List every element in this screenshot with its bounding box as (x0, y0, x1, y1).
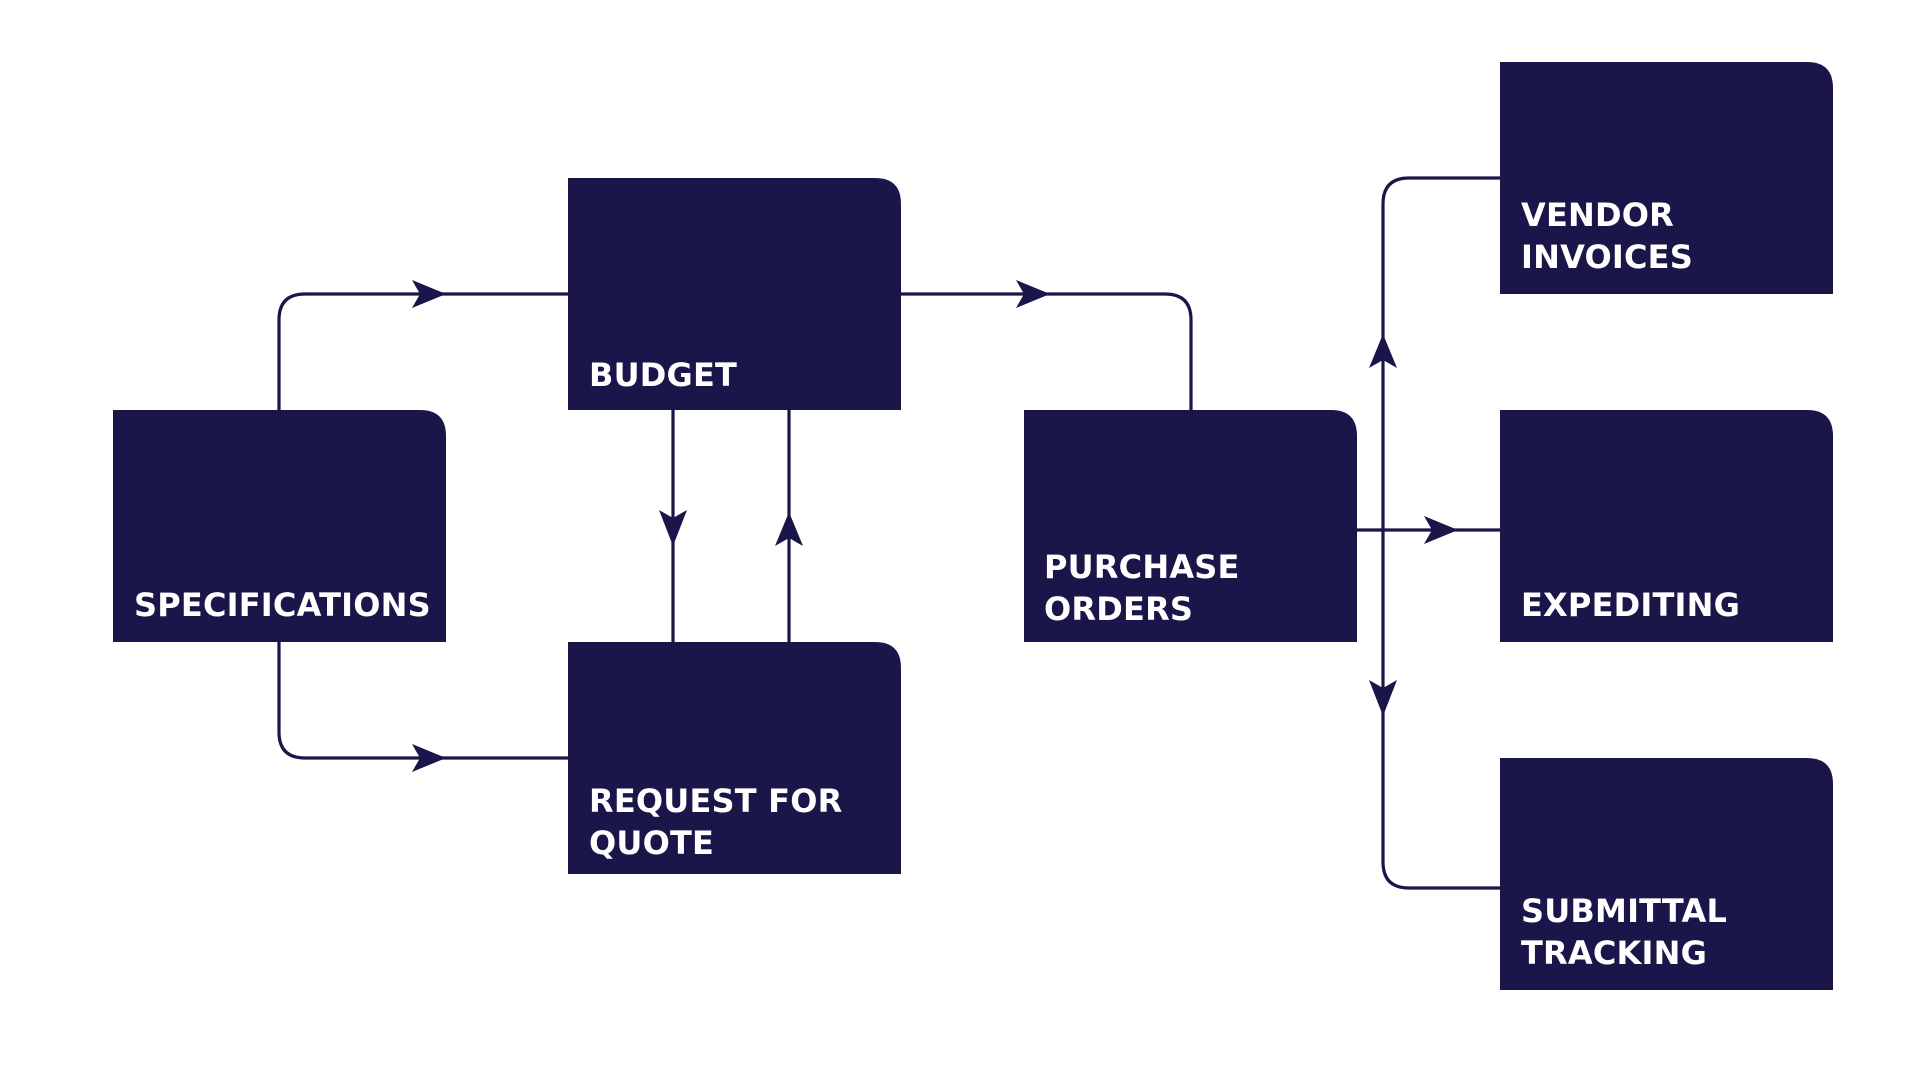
node-box (568, 642, 901, 874)
node-label: BUDGET (589, 356, 737, 394)
edge-budget-to-purchase-orders (901, 292, 1193, 410)
arrow-up-icon (775, 512, 803, 546)
node-vendor-invoices: VENDOR INVOICES (1500, 62, 1833, 294)
edge-specifications-to-request-for-quote (277, 642, 568, 760)
node-label: VENDOR INVOICES (1521, 196, 1693, 276)
arrow-down-icon (1369, 680, 1397, 716)
edge-purchase-orders-to-submittal-tracking (1381, 530, 1500, 890)
label-line: EXPEDITING (1521, 586, 1740, 624)
label-line: ORDERS (1044, 590, 1193, 628)
node-box (1500, 410, 1833, 642)
label-line: SUBMITTAL (1521, 892, 1727, 930)
nodes: SPECIFICATIONS BUDGET REQUEST FOR QUOTE … (113, 62, 1833, 990)
node-box (1024, 410, 1357, 642)
node-label: SPECIFICATIONS (134, 586, 431, 624)
node-expediting: EXPEDITING (1500, 410, 1833, 642)
arrow-right-icon (1424, 516, 1458, 544)
node-label: REQUEST FOR QUOTE (589, 782, 854, 862)
arrow-right-icon (1016, 280, 1050, 308)
node-box (1500, 758, 1833, 990)
label-line: QUOTE (589, 824, 714, 862)
arrow-right-icon (412, 744, 446, 772)
node-label: PURCHASE ORDERS (1044, 548, 1251, 628)
arrow-right-icon (412, 280, 446, 308)
arrow-up-icon (1369, 334, 1397, 368)
node-request-for-quote: REQUEST FOR QUOTE (568, 642, 901, 874)
label-line: BUDGET (589, 356, 737, 394)
label-line: REQUEST FOR (589, 782, 842, 820)
node-budget: BUDGET (568, 178, 901, 410)
node-specifications: SPECIFICATIONS (113, 410, 446, 642)
node-box (568, 178, 901, 410)
label-line: VENDOR (1521, 196, 1674, 234)
connectors (277, 176, 1500, 890)
node-label: SUBMITTAL TRACKING (1521, 892, 1738, 972)
label-line: PURCHASE (1044, 548, 1240, 586)
node-box (1500, 62, 1833, 294)
arrow-down-icon (659, 510, 687, 546)
node-label: EXPEDITING (1521, 586, 1740, 624)
node-purchase-orders: PURCHASE ORDERS (1024, 410, 1357, 642)
node-submittal-tracking: SUBMITTAL TRACKING (1500, 758, 1833, 990)
edge-purchase-orders-to-vendor-invoices (1381, 176, 1500, 530)
edge-specifications-to-budget (277, 292, 568, 410)
node-box (113, 410, 446, 642)
label-line: SPECIFICATIONS (134, 586, 431, 624)
label-line: INVOICES (1521, 238, 1693, 276)
label-line: TRACKING (1521, 934, 1707, 972)
